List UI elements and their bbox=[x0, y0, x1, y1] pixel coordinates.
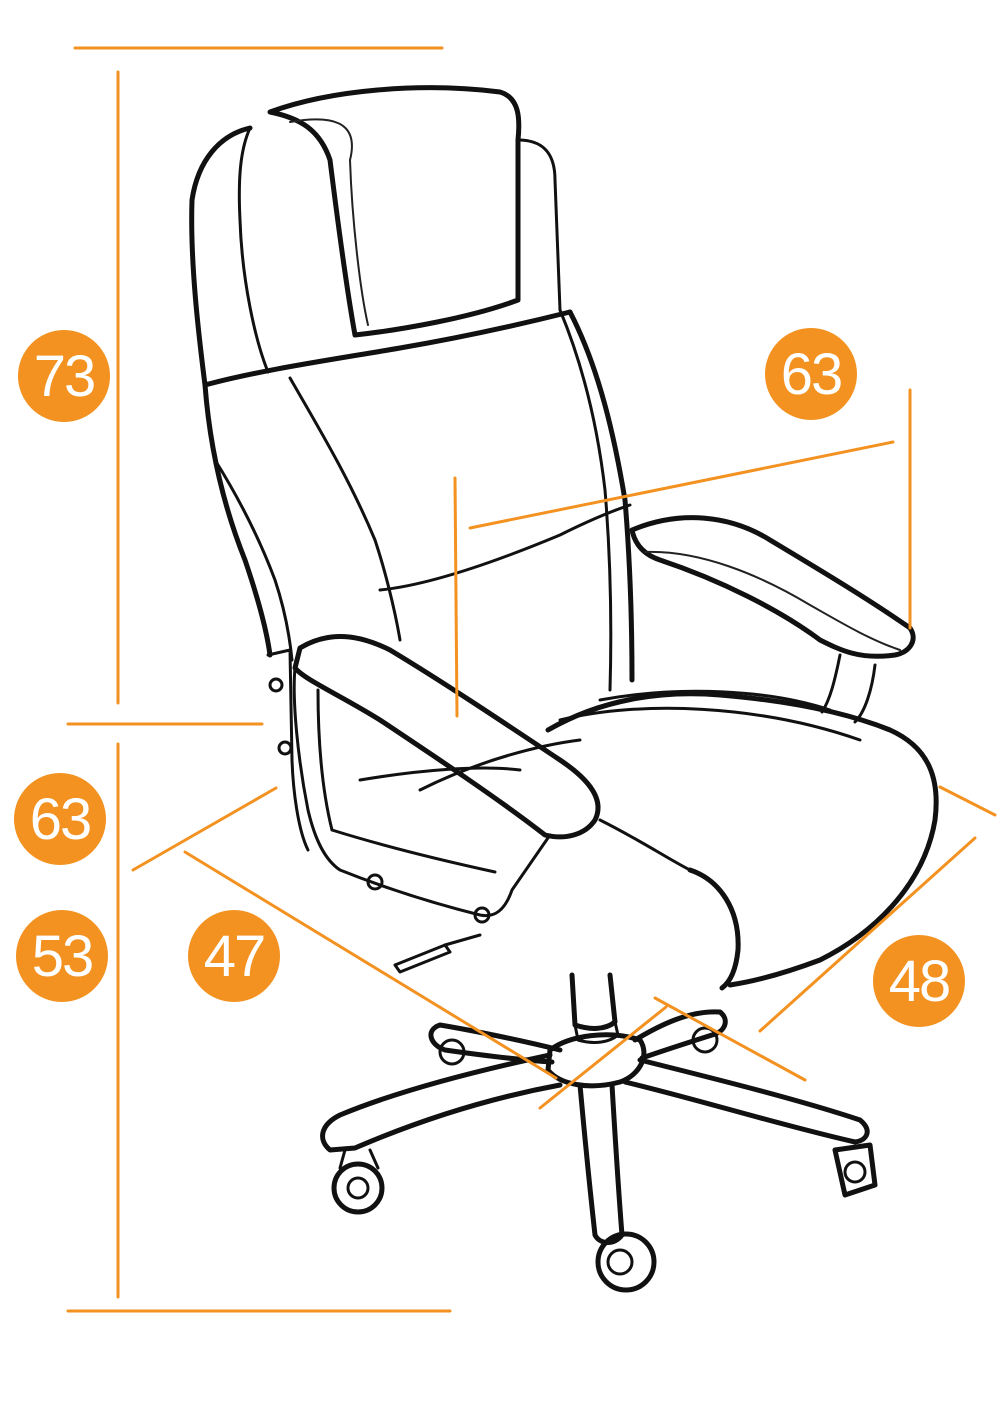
badge-backrest-height: 73 bbox=[18, 330, 110, 422]
caster-left bbox=[331, 1148, 385, 1215]
headrest bbox=[267, 85, 562, 338]
dim-line-seat-width-base bbox=[538, 1005, 668, 1110]
label-seat-height-max: 63 bbox=[29, 786, 92, 852]
label-seat-depth: 48 bbox=[888, 948, 951, 1014]
label-backrest-height: 73 bbox=[33, 343, 96, 409]
caster-back-left bbox=[438, 1038, 466, 1066]
badge-seat-width: 47 bbox=[188, 910, 280, 1002]
dim-line-seat-width bbox=[183, 850, 558, 1080]
badge-seat-height-max: 63 bbox=[14, 773, 106, 865]
dim-line-seat-width-tick bbox=[131, 786, 278, 872]
caster-back-right bbox=[691, 1026, 719, 1054]
dim-line-armrest-left-drop bbox=[453, 476, 459, 718]
badge-seat-depth: 48 bbox=[873, 935, 965, 1027]
dim-line-seat-depth-tick bbox=[938, 785, 997, 817]
badge-armrest-width: 63 bbox=[765, 328, 857, 420]
label-seat-height-min: 53 bbox=[31, 923, 94, 989]
seat-cushion bbox=[358, 689, 939, 991]
chair-illustration bbox=[189, 85, 939, 1293]
badge-seat-height-min: 53 bbox=[16, 910, 108, 1002]
dim-line-seat-depth bbox=[758, 836, 977, 1033]
dim-line-armrest-width bbox=[468, 440, 895, 530]
backrest bbox=[189, 125, 635, 692]
dim-line-seat-depth-base bbox=[653, 996, 807, 1082]
dimension-lines bbox=[66, 46, 997, 1313]
star-base bbox=[320, 1009, 870, 1245]
height-lever bbox=[393, 933, 482, 974]
caster-right bbox=[832, 1142, 878, 1198]
casters bbox=[331, 1026, 878, 1293]
armrest-left bbox=[266, 634, 601, 924]
label-armrest-width: 63 bbox=[780, 341, 843, 407]
label-seat-width: 47 bbox=[203, 923, 266, 989]
caster-front bbox=[595, 1231, 657, 1293]
